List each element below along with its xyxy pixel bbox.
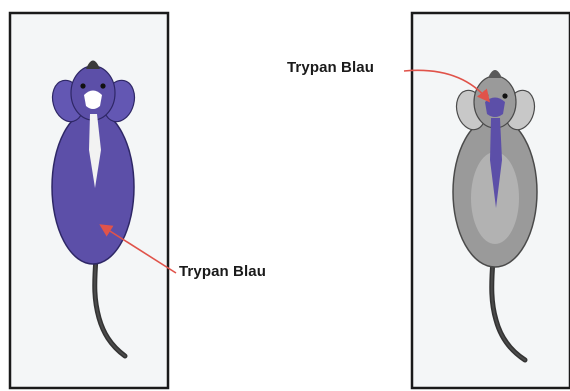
right-stain-label: Trypan Blau (287, 59, 374, 76)
right-mouse-head-stain (485, 98, 505, 118)
left-mouse-eye-right (100, 83, 105, 88)
right-mouse-eye-right (502, 93, 507, 98)
right-panel (404, 13, 570, 388)
left-mouse-eye-left (80, 83, 85, 88)
left-stain-label: Trypan Blau (179, 263, 266, 280)
left-mouse-face-marking (84, 91, 102, 110)
left-panel (10, 13, 176, 388)
